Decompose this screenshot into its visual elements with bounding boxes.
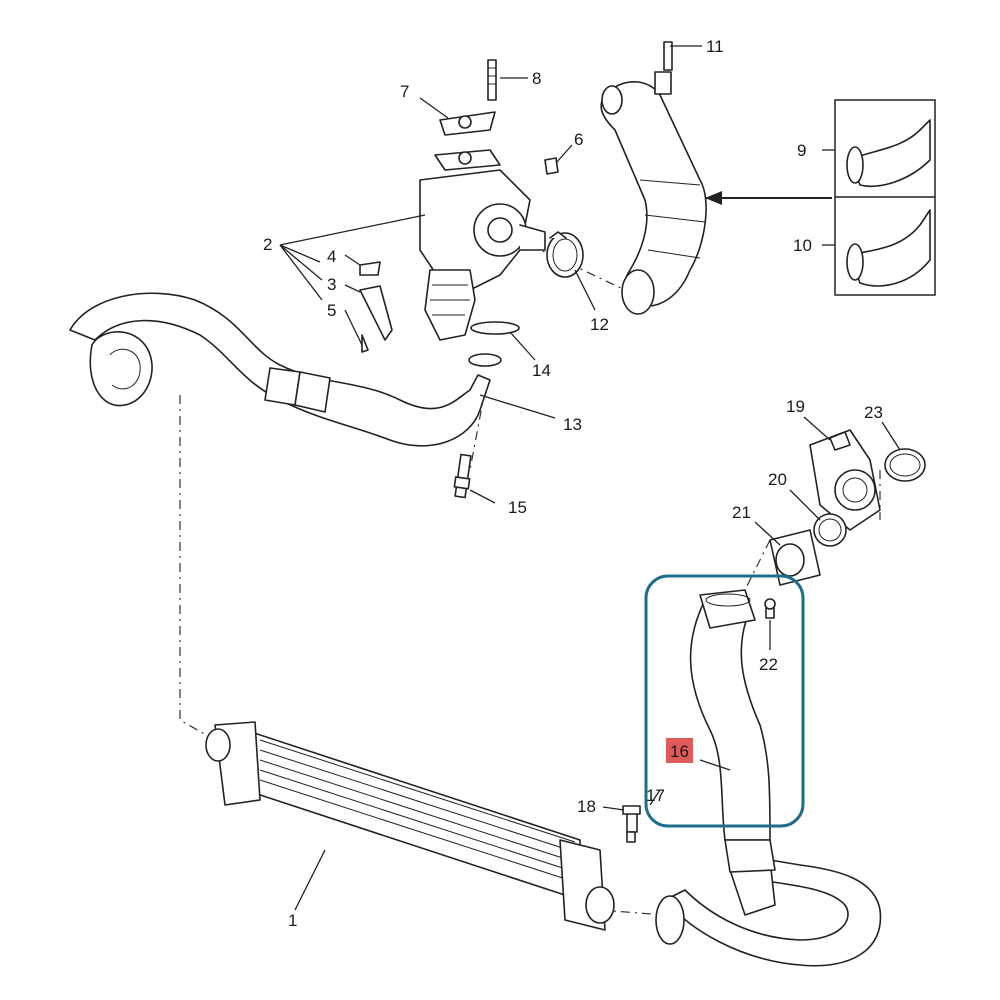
- callout-6: 6: [574, 130, 583, 149]
- callout-16: 16: [670, 742, 689, 761]
- callout-7: 7: [400, 82, 409, 101]
- callout-16-highlight: [666, 738, 693, 763]
- sensor-15: [453, 453, 472, 499]
- callout-2: 2: [263, 235, 272, 254]
- lower-hose: [655, 859, 882, 967]
- intake-hose-13: [69, 292, 491, 447]
- callout-3: 3: [327, 275, 336, 294]
- callout-10: 10: [793, 236, 812, 255]
- callout-14: 14: [532, 361, 551, 380]
- throttle-body-19: [809, 429, 881, 531]
- intercooler-1: [205, 721, 615, 931]
- callout-11: 11: [706, 37, 724, 56]
- gasket-14: [468, 321, 520, 367]
- callout-19: 19: [786, 397, 805, 416]
- callout-12: 12: [590, 315, 609, 334]
- callout-17: 17: [646, 786, 665, 805]
- detail-box-9-10: [705, 99, 936, 296]
- callout-18: 18: [577, 797, 596, 816]
- callout-22: 22: [759, 655, 778, 674]
- ring-23: [884, 448, 926, 482]
- bolt-22: [764, 598, 776, 619]
- turbo-outlet-duct: [600, 41, 707, 315]
- leader-lines: [279, 45, 901, 911]
- assembly-guide-lines: [179, 244, 881, 916]
- bolt-17-18: [622, 805, 641, 843]
- highlight-box-hose-16: [644, 574, 805, 828]
- callout-5: 5: [327, 301, 336, 320]
- turbocharger-assembly: [359, 59, 559, 353]
- callout-15: 15: [508, 498, 527, 517]
- callout-8: 8: [532, 69, 541, 88]
- callout-13: 13: [563, 415, 582, 434]
- callout-21: 21: [732, 503, 751, 522]
- callout-1: 1: [288, 911, 297, 930]
- clamp-12: [546, 231, 584, 278]
- callout-23: 23: [864, 403, 883, 422]
- callout-4: 4: [327, 247, 336, 266]
- callout-20: 20: [768, 470, 787, 489]
- intake-hose-16: [689, 589, 776, 873]
- seal-20: [813, 513, 847, 547]
- callout-9: 9: [797, 141, 806, 160]
- adapter-21: [769, 529, 821, 586]
- callout-labels: 1 2 3 4 5 6 7 8 9 10 11 12 13 14 15 16 1…: [263, 37, 883, 930]
